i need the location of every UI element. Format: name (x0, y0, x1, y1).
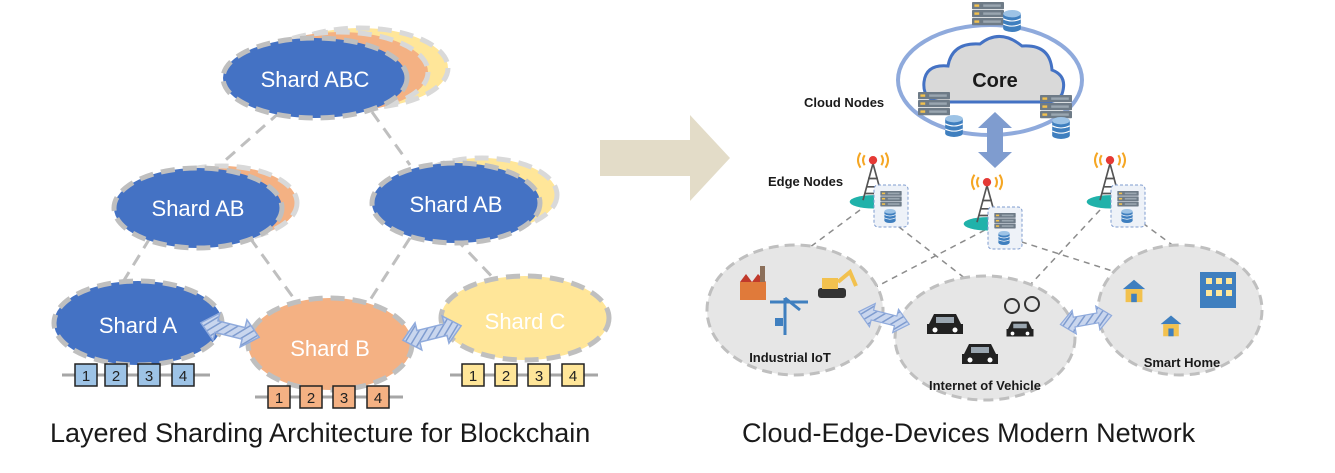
core-label: Core (972, 70, 1018, 92)
shard-b-c-arrow (401, 314, 463, 352)
shard-c-block-3: 3 (535, 368, 543, 385)
shard-a-chain: 1 2 3 4 (62, 363, 210, 387)
shard-c-block-1: 1 (469, 368, 477, 385)
shard-c-block-4: 4 (569, 368, 577, 385)
shard-c-label: Shard C (485, 309, 566, 334)
vehicle-home-arrow (1059, 304, 1113, 336)
shard-abc-label: Shard ABC (261, 67, 370, 92)
shard-ab-right-label: Shard AB (410, 192, 503, 217)
building-icon (1200, 272, 1236, 308)
factory-icon (740, 266, 766, 300)
smart-home-label: Smart Home (1144, 355, 1221, 370)
excavator-icon (818, 268, 858, 298)
vehicle-label: Internet of Vehicle (929, 378, 1041, 393)
shard-a-block-4: 4 (179, 368, 187, 385)
shard-abc-node (220, 35, 410, 121)
shard-b-block-3: 3 (340, 390, 348, 407)
edge-tower-icon (848, 151, 909, 228)
right-caption: Cloud-Edge-Devices Modern Network (742, 418, 1196, 448)
shard-a-label: Shard A (99, 313, 178, 338)
server-icon (1040, 95, 1072, 139)
shard-a-block-2: 2 (112, 368, 120, 385)
edge-tower-icon (1085, 151, 1146, 228)
sharding-diagram: Shard ABC Shard AB Shard AB Shard A Shar… (51, 25, 612, 409)
edge-tower-icon (962, 173, 1023, 250)
shard-b-chain: 1 2 3 4 (255, 385, 403, 409)
crane-icon (770, 296, 808, 335)
transition-arrow (600, 115, 730, 201)
shard-ab-left-label: Shard AB (152, 196, 245, 221)
cloud-edge-arrow (978, 112, 1012, 168)
shard-b-label: Shard B (290, 336, 370, 361)
shard-a-block-3: 3 (145, 368, 153, 385)
industrial-iot-label: Industrial IoT (749, 350, 831, 365)
iot-vehicle-arrow (857, 302, 911, 334)
connected-car-icon (1004, 296, 1040, 337)
shard-b-block-2: 2 (307, 390, 315, 407)
shard-c-chain: 1 2 3 4 (450, 363, 598, 387)
vehicle-domain (893, 274, 1077, 402)
shard-b-block-1: 1 (275, 390, 283, 407)
cloud-nodes-label: Cloud Nodes (804, 95, 884, 110)
server-icon (972, 2, 1021, 32)
shard-a-b-arrow (199, 311, 261, 349)
left-caption: Layered Sharding Architecture for Blockc… (50, 418, 591, 448)
industrial-iot-domain (705, 243, 885, 377)
edge-nodes-label: Edge Nodes (768, 174, 843, 189)
shard-c-node (438, 273, 612, 363)
cloud-icon (922, 35, 1066, 104)
shard-b-block-4: 4 (374, 390, 382, 407)
shard-c-block-2: 2 (502, 368, 510, 385)
shard-a-block-1: 1 (82, 368, 90, 385)
network-diagram: Core Cloud Nodes Edge Nodes (705, 2, 1264, 402)
shard-ab-right-node (369, 160, 543, 246)
shard-ab-left-node (111, 165, 285, 251)
